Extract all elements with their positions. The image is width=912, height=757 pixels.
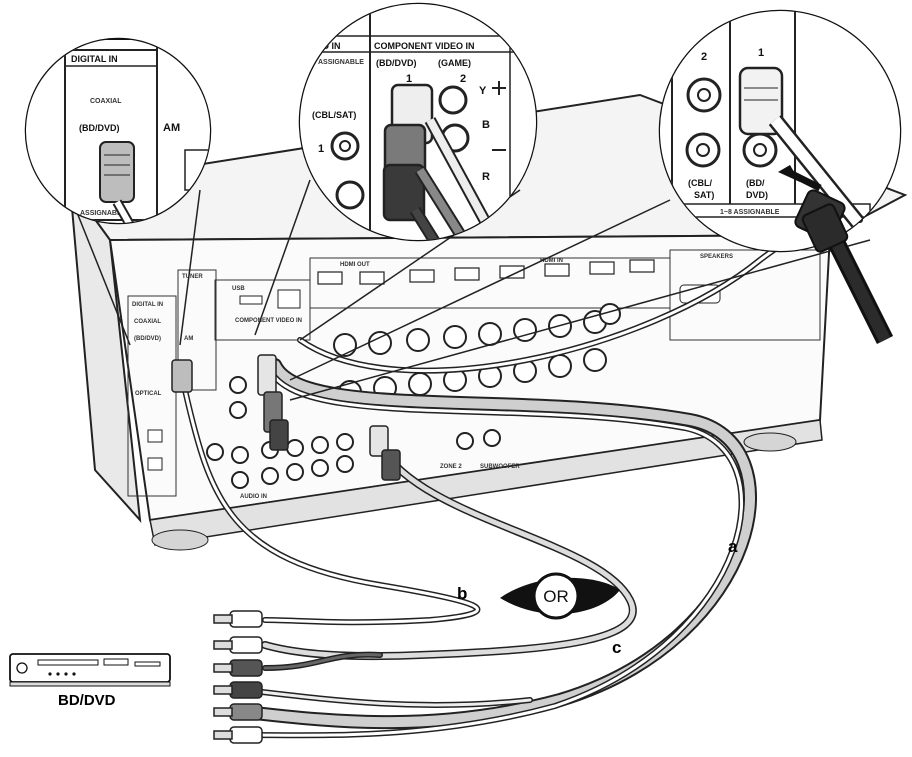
zoom-right-num1: 1: [758, 47, 764, 59]
cables: [182, 217, 863, 739]
callout-lines: [59, 169, 871, 401]
rca-jacks: [206, 376, 501, 489]
zoom-right-num2: 2: [701, 51, 707, 63]
zoom-left-title: DIGITAL IN: [71, 54, 118, 64]
panel-label-subwoofer: SUBWOOFER: [480, 464, 520, 470]
panel-label-digital-in: DIGITAL IN: [132, 302, 163, 308]
or-label: OR: [543, 587, 569, 606]
zoom-component-video-in: O IN COMPONENT VIDEO IN ASSIGNABLE (BD/D…: [298, 2, 538, 242]
zoom-right-assignable: 1~8 ASSIGNABLE: [720, 209, 780, 216]
zoom-center-r: R: [482, 171, 490, 183]
foot: [743, 432, 797, 452]
zoom-center-assignable: ASSIGNABLE: [318, 59, 364, 66]
cable-label-c: c: [612, 638, 621, 657]
zoom-center-b: B: [482, 119, 490, 131]
zoom-right-sat: SAT): [694, 190, 714, 200]
panel-label-component: COMPONENT VIDEO IN: [235, 318, 302, 324]
foot: [151, 529, 209, 551]
receiver-plugs: [171, 354, 401, 481]
zoom-center-game: (GAME): [438, 58, 471, 68]
panel-label-hdmi-out: HDMI OUT: [340, 262, 370, 268]
zoom-left-bd-dvd: (BD/DVD): [79, 123, 120, 133]
cable-label-a: a: [728, 537, 738, 556]
zoom-left-am: AM: [163, 122, 180, 134]
panel-label-am: AM: [184, 336, 193, 342]
zoom-digital-in: DIGITAL IN COAXIAL (BD/DVD) AM ASSIGNABL…: [24, 37, 212, 225]
zoom-left-coaxial: COAXIAL: [90, 98, 122, 105]
zoom-left-assignable: ASSIGNABLE: [80, 210, 126, 217]
panel-label-zone2: ZONE 2: [440, 464, 462, 470]
zoom-center-side-1: 1: [318, 143, 324, 155]
cable-a-fill: [240, 360, 755, 728]
cable-label-b: b: [457, 584, 467, 603]
zoom-center-video-in: O IN: [322, 41, 341, 51]
panel-label-usb: USB: [232, 286, 245, 292]
panel-label-tuner: TUNER: [182, 274, 203, 280]
bd-dvd-player: [9, 653, 171, 687]
zoom-center-cbl-sat: (CBL/SAT): [312, 110, 356, 120]
or-badge: OR: [500, 572, 620, 620]
panel-label-coaxial: COAXIAL: [134, 319, 161, 325]
zoom-center-y: Y: [479, 85, 487, 97]
zoom-center-title: COMPONENT VIDEO IN: [374, 41, 475, 51]
zoom-center-bd-dvd: (BD/DVD): [376, 58, 417, 68]
loose-plugs: [213, 610, 263, 744]
zoom-center-num1: 1: [406, 73, 412, 85]
hdmi-ports: [317, 259, 655, 285]
zoom-center-num2: 2: [460, 73, 466, 85]
zoom-hdmi-in: 2 1 (CBL/ SAT) (BD/ DVD) 1~8 ASSIGNABLE: [658, 9, 902, 253]
panel-label-audio-in: AUDIO IN: [240, 494, 267, 500]
panel-label-hdmi-in: HDMI IN: [540, 258, 563, 264]
external-plug: [801, 203, 894, 345]
zoom-right-bd: (BD/: [746, 178, 765, 188]
zoom-right-cbl: (CBL/: [688, 178, 712, 188]
panel-label-bd-dvd: (BD/DVD): [134, 336, 161, 342]
zoom-right-dvd: DVD): [746, 190, 768, 200]
panel-label-optical: OPTICAL: [135, 391, 162, 397]
panel-label-speakers: SPEAKERS: [700, 254, 733, 260]
device-label: BD/DVD: [58, 692, 116, 709]
